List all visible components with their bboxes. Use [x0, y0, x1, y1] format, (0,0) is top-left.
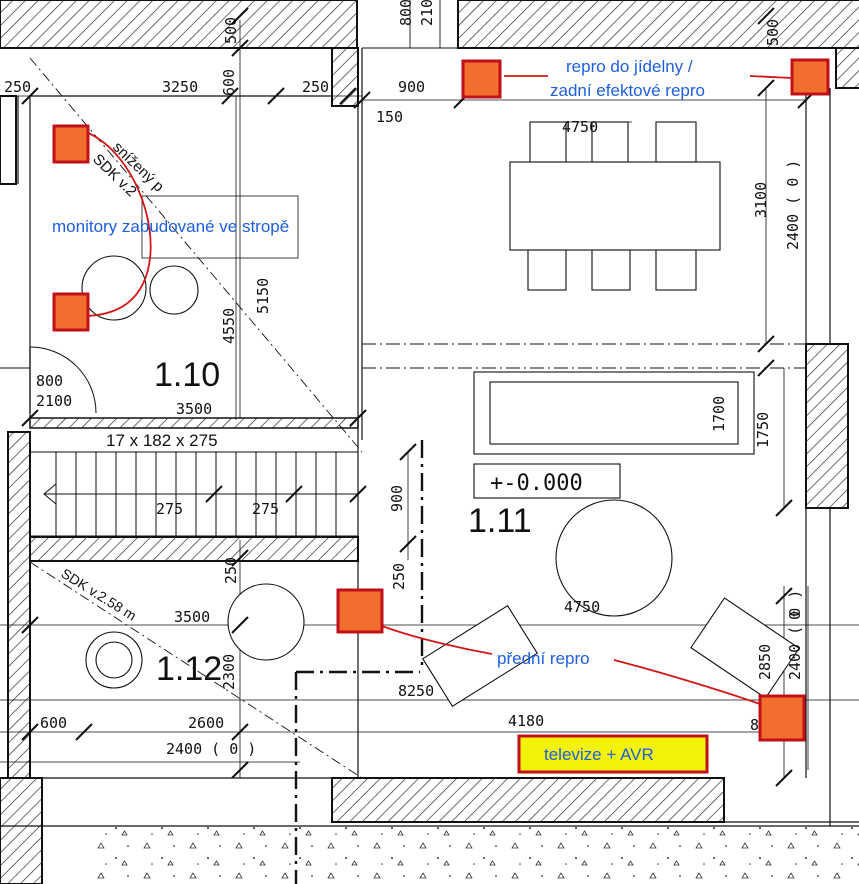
speaker-rear-right — [790, 58, 830, 96]
dim-600-b: 600 — [40, 714, 67, 732]
dim-5150: 5150 — [254, 278, 272, 314]
dim-250-b: 250 — [302, 78, 329, 96]
dim-275-b: 275 — [252, 500, 279, 518]
coffee-table — [555, 499, 673, 617]
dim-150: 150 — [376, 108, 403, 126]
wall-bottom-left — [0, 777, 43, 884]
wall-top-left — [0, 0, 358, 49]
wall-stair-top — [29, 417, 359, 429]
speaker-ceiling-monitor-top — [52, 124, 90, 164]
dining-table — [509, 161, 721, 251]
stairs — [29, 451, 359, 537]
dim-2100-door: 2100 — [36, 392, 72, 410]
wall-top-right-pier — [835, 47, 859, 89]
dim-3100: 3100 — [752, 182, 770, 218]
dim-1700: 1700 — [710, 396, 728, 432]
wall-bottom — [331, 777, 725, 823]
room-label-112: 1.12 — [156, 650, 222, 688]
dim-210-top: 210 — [418, 0, 436, 26]
wall-right-column — [805, 343, 849, 509]
dim-3250: 3250 — [162, 78, 198, 96]
sofa — [473, 371, 755, 455]
speaker-ceiling-monitor-bottom — [52, 292, 90, 332]
wall-top-right — [457, 0, 859, 49]
room-label-110: 1.10 — [154, 356, 220, 394]
tv-avr-label: televize + AVR — [544, 745, 654, 764]
tv-avr-box — [517, 734, 709, 774]
dim-800-top: 800 — [397, 0, 415, 26]
dim-4750-table: 4750 — [562, 118, 598, 136]
annotation-rear-line1: repro do jídelny / — [566, 57, 693, 76]
dim-3500-a: 3500 — [176, 400, 212, 418]
dim-4750-b: 4750 — [564, 598, 600, 616]
dim-3500-b: 3500 — [174, 608, 210, 626]
furniture — [81, 121, 800, 707]
dim-1750: 1750 — [754, 412, 772, 448]
dim-0-right: 0 — [786, 611, 804, 620]
speaker-front-left — [336, 588, 384, 634]
dim-2400-0-c: 2400 ( 0 ) — [166, 740, 256, 758]
wall-left-lower — [7, 431, 31, 785]
speaker-front-right — [758, 694, 806, 742]
stairs-label: 17 x 182 x 275 — [106, 431, 218, 450]
speaker-rear-left — [461, 59, 502, 99]
dim-8250: 8250 — [398, 682, 434, 700]
tv-avr: televize + AVR — [517, 734, 709, 774]
dim-900-a: 900 — [398, 78, 425, 96]
wall-top-mid-pier — [331, 47, 359, 107]
dim-2300: 2300 — [220, 654, 238, 690]
annotation-rear-line2: zadní efektové repro — [550, 81, 705, 100]
annotation-ceiling-monitors: monitory zabudované ve stropě — [52, 217, 289, 236]
room-label-111: 1.11 — [468, 502, 532, 540]
dim-2400-0-b: 2400 ( 0 ) — [786, 590, 804, 680]
dim-4550: 4550 — [220, 308, 238, 344]
dim-250-left: 250 — [4, 78, 31, 96]
annotation-front-speakers: přední repro — [497, 649, 590, 668]
level-box — [473, 463, 621, 499]
wall-left-upper — [0, 95, 17, 185]
dim-8-edge: 8 — [750, 716, 759, 734]
wall-stair-bottom — [29, 536, 359, 562]
dim-4180: 4180 — [508, 712, 544, 730]
dim-600-a: 600 — [220, 69, 238, 96]
dim-275-a: 275 — [156, 500, 183, 518]
leader-lines — [85, 75, 793, 705]
dim-250-c: 250 — [222, 557, 240, 584]
dim-2850: 2850 — [756, 644, 774, 680]
speakers — [52, 58, 830, 742]
dim-500-right-top: 500 — [764, 19, 782, 46]
dim-2400-0-a: 2400 ( 0 ) — [784, 160, 802, 250]
dim-2600: 2600 — [188, 714, 224, 732]
dim-900-b: 900 — [388, 485, 406, 512]
sdk-112-note: SDK v.2.58 m — [58, 565, 139, 624]
level-label: +-0.000 — [490, 471, 583, 496]
annotations: repro do jídelny / zadní efektové repro … — [52, 57, 705, 668]
terrace — [96, 826, 859, 884]
dimensions: 500 800 210 500 250 3250 600 250 900 150… — [4, 0, 804, 758]
dim-800-door: 800 — [36, 372, 63, 390]
dim-500-top: 500 — [222, 17, 240, 44]
dim-250-d: 250 — [390, 563, 408, 590]
